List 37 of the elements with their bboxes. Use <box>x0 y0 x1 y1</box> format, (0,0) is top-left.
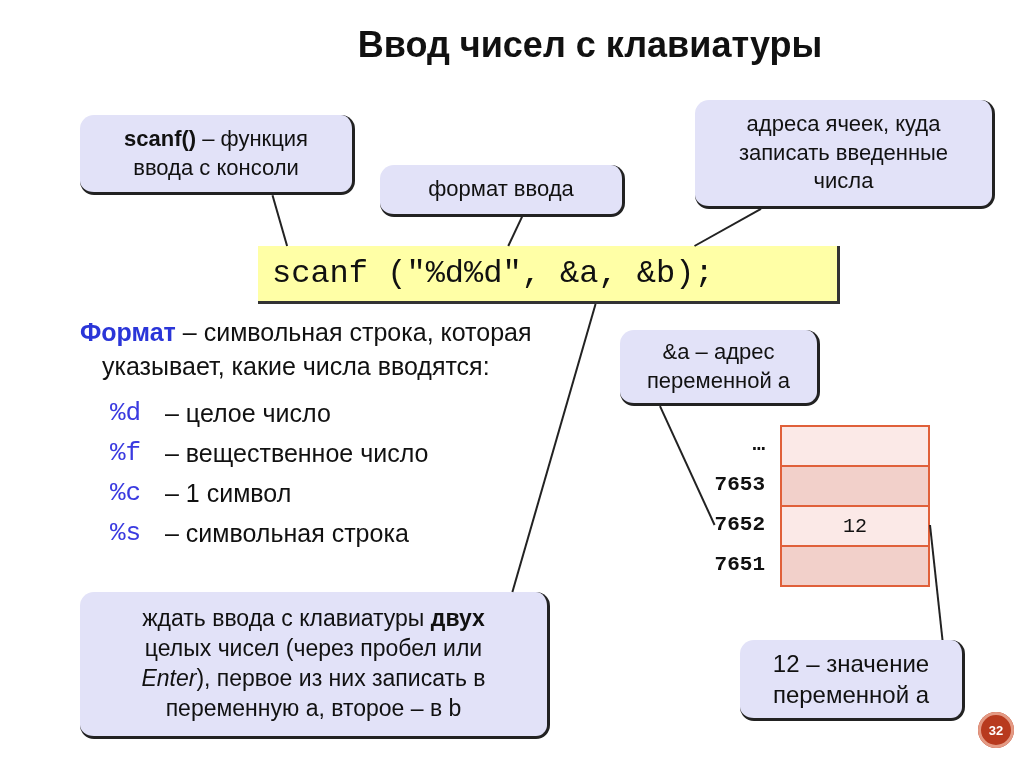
format-specifier: %f <box>110 438 142 468</box>
code-line: scanf ("%d%d", &a, &b); <box>272 255 714 292</box>
format-specifier: %d <box>110 398 142 428</box>
code-panel <box>258 246 840 304</box>
memory-address: 7652 <box>714 513 765 537</box>
leader-line <box>511 303 597 593</box>
format-specifier: %s <box>110 518 142 548</box>
memory-address: … <box>752 433 765 457</box>
callout-text: scanf() – функция ввода с консоли <box>124 126 308 180</box>
definition-text: Формат – символьная строка, которая указывает, какие числа вводятся: <box>80 317 533 382</box>
format-description: – символьная строка <box>165 518 409 548</box>
leader-line <box>693 207 762 247</box>
speech-bubble <box>740 640 965 722</box>
callout-text: ждать ввода с клавиатуры двух целых чисел (через пробел или Enter), первое из них записать в переменную a, второе – в b <box>141 605 486 721</box>
cell-value: 12 <box>843 514 867 538</box>
leader-line <box>929 524 944 641</box>
speech-bubble <box>380 165 625 217</box>
speech-bubble <box>80 592 550 739</box>
format-description: – целое число <box>165 398 331 428</box>
memory-address: 7653 <box>714 473 765 497</box>
format-description: – 1 символ <box>165 478 292 508</box>
leader-line <box>507 215 524 247</box>
memory-cell <box>780 505 930 545</box>
callout-text: формат ввода <box>428 176 574 201</box>
format-description: – вещественное число <box>165 438 429 468</box>
speech-bubble <box>620 330 820 407</box>
callout-text: 12 – значение переменной a <box>772 650 930 709</box>
callout-text: адреса ячеек, куда записать введенные числа <box>738 111 949 194</box>
memory-address: 7651 <box>714 553 765 577</box>
format-specifier: %c <box>110 478 142 508</box>
callout-text: &a – адрес переменной a <box>646 339 791 393</box>
speech-bubble <box>80 115 355 196</box>
slide-title: Ввод чисел с клавиатуры <box>357 24 823 66</box>
leader-line <box>659 405 716 526</box>
page-number: 32 <box>988 722 1004 738</box>
leader-line <box>271 194 289 247</box>
speech-bubble <box>695 100 995 209</box>
